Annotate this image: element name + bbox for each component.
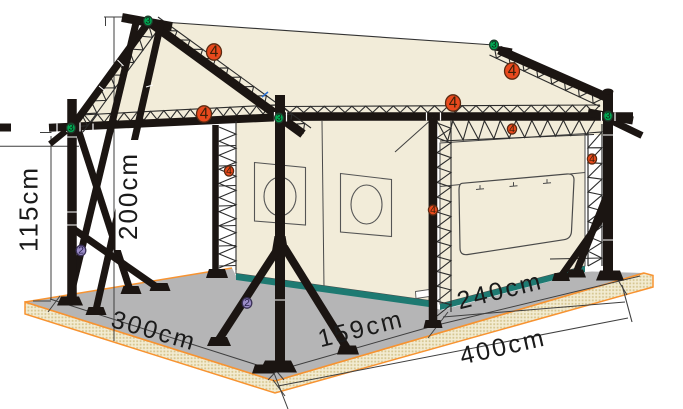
svg-text:4: 4 bbox=[200, 106, 209, 123]
svg-text:4: 4 bbox=[589, 153, 595, 165]
svg-text:3: 3 bbox=[491, 40, 496, 51]
svg-text:3: 3 bbox=[276, 113, 281, 124]
svg-text:4: 4 bbox=[210, 44, 219, 61]
svg-text:115cm: 115cm bbox=[14, 166, 44, 252]
svg-text:4: 4 bbox=[430, 204, 436, 216]
svg-text:2: 2 bbox=[78, 245, 84, 257]
svg-text:3: 3 bbox=[145, 16, 150, 27]
svg-text:4: 4 bbox=[509, 123, 515, 135]
svg-text:4: 4 bbox=[508, 63, 517, 80]
svg-text:200cm: 200cm bbox=[113, 152, 143, 240]
svg-text:2: 2 bbox=[244, 297, 250, 309]
svg-text:4: 4 bbox=[449, 95, 458, 112]
svg-text:4: 4 bbox=[226, 165, 232, 177]
svg-text:3: 3 bbox=[605, 111, 610, 122]
svg-text:3: 3 bbox=[68, 123, 73, 134]
